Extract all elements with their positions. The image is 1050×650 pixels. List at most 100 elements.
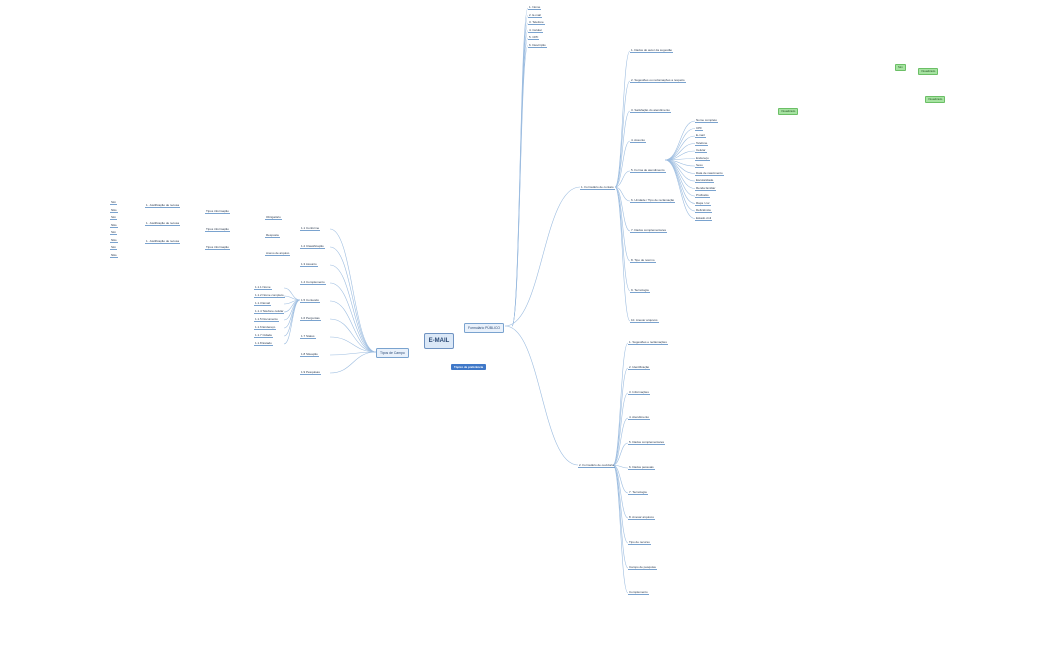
left-item[interactable]: 1.9 Pesquisas (300, 370, 321, 375)
connector (329, 351, 377, 356)
connector (614, 50, 631, 188)
leaf-item[interactable]: Telefone (695, 140, 709, 146)
top-node[interactable]: 6. Descrição (528, 42, 547, 48)
leaf-item[interactable]: Nome completo (695, 118, 719, 123)
left-item[interactable]: 1.2 Classificação (300, 244, 325, 249)
leaf-item[interactable]: Endereço (695, 155, 710, 161)
top-node[interactable]: 3. Telefone (528, 20, 545, 25)
lower-item[interactable]: 2. Identificação (628, 365, 651, 370)
left-mid-item[interactable]: 1. Justificação de recusa (145, 203, 181, 208)
left-subitem[interactable]: 1.1.3 Email (254, 301, 272, 306)
leaf-item[interactable]: Deficiência (695, 208, 712, 213)
left-mid-item[interactable]: Anexo de arquivo (265, 251, 291, 256)
section-header[interactable]: 1. Formulário de contato (580, 185, 615, 190)
connector (614, 140, 631, 188)
left-item[interactable]: 1.7 Status (300, 334, 316, 339)
lower-item[interactable]: 5. Dados complementares (628, 440, 666, 445)
left-subitem[interactable]: 1.1.4 Telefone celular (254, 309, 285, 314)
connector (664, 143, 696, 161)
leaf-item[interactable]: CPF (695, 125, 703, 131)
connector (614, 170, 631, 188)
connector (664, 135, 696, 161)
leaf-item[interactable]: Profissão (695, 193, 710, 198)
upper-item[interactable]: 5. Forma de atendimento (630, 168, 666, 173)
lower-item[interactable]: 1. Sugestões e reclamações (628, 340, 668, 345)
lower-item[interactable]: 3. Informações (628, 390, 650, 395)
connector (664, 159, 696, 197)
left-subitem[interactable]: 1.1.8 Estado (254, 341, 273, 346)
left-item[interactable]: 1.5 Conteúdo (300, 298, 321, 303)
connector (511, 45, 529, 327)
left-item[interactable]: 1.6 Perguntas (300, 316, 321, 321)
leaf-item[interactable]: E-mail (695, 133, 706, 138)
top-node[interactable]: 2. E-mail (528, 12, 542, 18)
left-item[interactable]: 1.4 Complemento (300, 280, 326, 285)
connector (504, 325, 579, 466)
central-topic[interactable]: E-MAIL (424, 333, 454, 349)
lower-item[interactable]: 8. Anexar arquivos (628, 515, 655, 520)
lower-item[interactable]: 7. Tecnologia (628, 490, 648, 495)
topic-pill[interactable]: Tópico de preferência (451, 364, 487, 370)
left-subitem[interactable]: 1.1.2 Nome completo (254, 293, 285, 298)
left-subitem[interactable]: 1.1.5 Documento (254, 317, 279, 322)
lower-item[interactable]: Tipo de recurso (628, 540, 651, 545)
leaf-item[interactable]: Data de nascimento (695, 170, 724, 176)
left-item[interactable]: 1.3 Assunto (300, 262, 318, 267)
left-subitem[interactable]: 1.1.1 Nome (254, 285, 272, 290)
lower-item[interactable]: 4. Atendimento (628, 415, 651, 420)
connector (612, 442, 629, 466)
left-mid-item[interactable]: Obrigatório (265, 215, 282, 220)
connector (614, 80, 631, 188)
leaf-item[interactable]: Celular (695, 148, 707, 153)
upper-item[interactable]: 8. Tipo de retorno (630, 258, 656, 263)
upper-item[interactable]: 10. Anexar arquivos (630, 318, 659, 323)
left-item[interactable]: 1.8 Situação (300, 352, 319, 357)
left-mid-item[interactable]: 1. Justificação de recusa (145, 239, 181, 244)
left-option[interactable]: Sim (110, 245, 118, 250)
upper-item[interactable]: 6. Unidade / Tipo de reclamação (630, 198, 676, 203)
leaf-item[interactable]: Sexo (695, 163, 704, 168)
left-mid-item[interactable]: Tipos informação (205, 227, 230, 232)
leaf-item[interactable]: Renda familiar (695, 185, 717, 191)
left-mid-item[interactable]: Tipos informação (205, 209, 230, 214)
top-node[interactable]: 1. Nome (528, 5, 542, 10)
left-option[interactable]: Não (110, 207, 118, 213)
left-option[interactable]: Não (110, 237, 118, 243)
connector (329, 318, 377, 353)
upper-item[interactable]: 7. Dados complementares (630, 228, 668, 233)
lower-item[interactable]: Complemento (628, 590, 649, 595)
left-option[interactable]: Não (110, 252, 118, 258)
right-main-branch[interactable]: Formulário PÚBLICO (464, 323, 505, 333)
connector (612, 464, 629, 469)
left-subitem[interactable]: 1.1.6 Endereço (254, 325, 277, 330)
leaf-item[interactable]: Escolaridade (695, 178, 715, 183)
status-badge: Visualizado (925, 96, 946, 103)
connector (664, 128, 696, 161)
top-node[interactable]: 5. CPF (528, 35, 540, 40)
status-badge: Visualizado (918, 68, 939, 75)
leaf-item[interactable]: Estado civil (695, 215, 713, 221)
left-mid-item[interactable]: Resposta (265, 233, 280, 238)
status-badge: Visualizado (778, 108, 799, 115)
section-header[interactable]: 2. Formulário de ouvidoria (578, 463, 615, 468)
leaf-item[interactable]: Raça / cor (695, 200, 711, 206)
left-item[interactable]: 1.1 Conforme (300, 226, 321, 231)
left-subitem[interactable]: 1.1.7 Cidade (254, 333, 274, 338)
upper-item[interactable]: 1. Dados do autor da sugestão (630, 48, 674, 53)
left-option[interactable]: Não (110, 222, 118, 228)
left-option[interactable]: Sim (110, 215, 118, 220)
upper-item[interactable]: 4. Assunto (630, 138, 647, 143)
upper-item[interactable]: 2. Sugestões ou reclamações a respeito (630, 78, 686, 83)
upper-item[interactable]: 3. Satisfação do atendimento (630, 108, 671, 113)
left-option[interactable]: Sim (110, 230, 118, 235)
lower-item[interactable]: Campo de pesquisa (628, 565, 657, 570)
top-node[interactable]: 4. Celular (528, 27, 543, 33)
connector (283, 299, 301, 337)
left-mid-item[interactable]: Tipos informação (205, 245, 230, 250)
lower-item[interactable]: 6. Dados pessoais (628, 465, 655, 470)
connector (612, 417, 629, 466)
left-main-branch[interactable]: Tipos de Campo (376, 348, 409, 358)
upper-item[interactable]: 9. Tecnologia (630, 288, 650, 293)
left-option[interactable]: Sim (110, 200, 118, 205)
left-mid-item[interactable]: 1. Justificação de recusa (145, 221, 181, 226)
